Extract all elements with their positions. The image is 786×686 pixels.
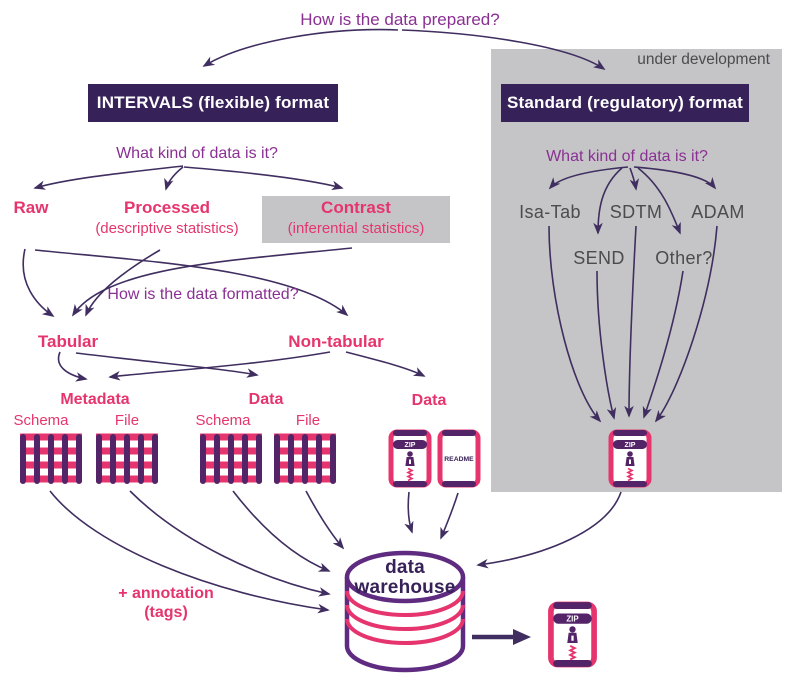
intervals-format-label: INTERVALS (flexible) format xyxy=(96,93,330,112)
arrow-nontabular-to-data xyxy=(345,351,426,377)
arrow-sdtm-to-zip xyxy=(624,225,637,418)
arrow-kind-to-other xyxy=(637,167,681,235)
table-grid-icon xyxy=(96,433,158,484)
standard-format-label: Standard (regulatory) format xyxy=(506,93,744,112)
arrow-kind-to-processed xyxy=(164,166,184,191)
arrow-kind-to-contrast xyxy=(183,166,344,191)
kind-question-right: What kind of data is it? xyxy=(546,148,708,165)
warehouse-label: data warehouse xyxy=(345,558,465,598)
data-group-tabular-label: Data xyxy=(248,391,284,408)
under-development-label: under development xyxy=(637,51,770,68)
arrow-contrast-to-tabular xyxy=(71,247,353,317)
arrow-tabular-to-data xyxy=(75,352,259,378)
format-question: How is the data formatted? xyxy=(107,286,299,303)
zip-icon-label: ZIP xyxy=(405,442,416,449)
data-file-label: File xyxy=(295,412,321,429)
zip-icon: ZIP xyxy=(388,429,432,488)
arrow-readme-to-warehouse xyxy=(440,492,459,540)
contrast-label: Contrast xyxy=(321,198,391,217)
table-grid-icon xyxy=(274,433,336,484)
arrow-kind-to-sdtm xyxy=(629,167,640,191)
metadata-schema-label: Schema xyxy=(13,412,69,429)
tabular-label: Tabular xyxy=(37,332,99,351)
arrow-adam-to-zip xyxy=(654,225,718,423)
standard-adam-label: ADAM xyxy=(691,202,745,222)
arrow-zip-to-warehouse xyxy=(404,491,414,534)
annotation-label: + annotation (tags) xyxy=(96,584,236,622)
arrow-isatab-to-zip xyxy=(548,225,602,423)
standard-other-label: Other? xyxy=(655,248,713,268)
arrow-grid4-to-warehouse xyxy=(305,490,345,550)
standard-format-box: Standard (regulatory) format xyxy=(501,84,749,122)
arrow-kind-to-adam xyxy=(633,166,717,190)
zip-icon: ZIP xyxy=(548,601,597,668)
zip-icon: ZIP xyxy=(608,429,652,488)
arrow-standardzip-to-warehouse xyxy=(476,491,622,569)
under-development-panel xyxy=(491,49,782,492)
metadata-group-label: Metadata xyxy=(60,391,130,408)
contrast-sub-label: (inferential statistics) xyxy=(287,220,425,237)
arrow-grid2-to-warehouse xyxy=(129,490,331,597)
table-grid-icon xyxy=(200,433,262,484)
standard-send-label: SEND xyxy=(573,248,625,268)
data-group-nontabular-label: Data xyxy=(411,392,447,409)
processed-label: Processed xyxy=(124,198,210,217)
contrast-highlight-box xyxy=(262,196,450,243)
zip-icon-label: ZIP xyxy=(566,614,579,623)
arrow-processed-to-tabular xyxy=(85,249,161,317)
raw-label: Raw xyxy=(13,198,49,217)
annotation-line2: (tags) xyxy=(144,604,188,621)
intervals-format-box: INTERVALS (flexible) format xyxy=(88,84,338,122)
page-title: How is the data prepared? xyxy=(300,10,500,29)
metadata-file-label: File xyxy=(114,412,140,429)
arrow-raw-to-nontabular xyxy=(34,249,349,317)
arrow-raw-to-tabular xyxy=(22,248,55,318)
arrow-grid1-to-warehouse xyxy=(49,490,330,614)
arrow-nontabular-to-metadata xyxy=(108,351,331,381)
kind-question-left: What kind of data is it? xyxy=(116,145,278,162)
arrow-title-to-intervals xyxy=(202,28,399,67)
non-tabular-label: Non-tabular xyxy=(288,332,384,351)
arrow-grid3-to-warehouse xyxy=(232,490,331,572)
warehouse-label-line1: data xyxy=(385,557,425,578)
arrow-kind-to-isatab xyxy=(548,166,629,190)
annotation-line1: + annotation xyxy=(118,585,214,602)
readme-icon-label: README xyxy=(444,456,474,463)
standard-isatab-label: Isa-Tab xyxy=(519,202,581,222)
processed-sub-label: (descriptive statistics) xyxy=(95,220,239,237)
arrow-title-to-standard xyxy=(401,29,606,71)
zip-icon-label: ZIP xyxy=(625,442,636,449)
data-schema-label: Schema xyxy=(195,412,251,429)
output-arrow xyxy=(472,629,531,645)
arrow-tabular-to-metadata xyxy=(57,351,88,382)
warehouse-cylinder xyxy=(344,550,466,673)
warehouse-label-line2: warehouse xyxy=(354,577,456,598)
standard-sdtm-label: SDTM xyxy=(609,202,663,222)
arrow-kind-to-raw xyxy=(33,165,184,190)
table-grid-icon xyxy=(20,433,82,484)
arrow-other-to-zip xyxy=(642,270,684,419)
arrow-kind-to-send xyxy=(593,167,623,235)
readme-icon: README xyxy=(437,429,481,488)
arrow-send-to-zip xyxy=(596,270,617,420)
